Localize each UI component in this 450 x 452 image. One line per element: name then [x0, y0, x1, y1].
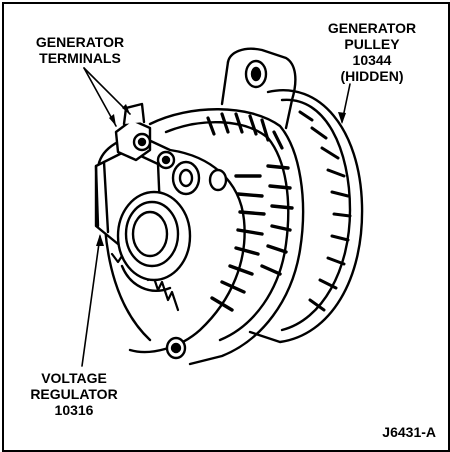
generator-pulley-label-line2: PULLEY	[344, 36, 400, 52]
voltage-regulator-label: VOLTAGE REGULATOR 10316	[14, 370, 134, 418]
bottom-bolt	[165, 336, 187, 360]
voltage-regulator-label-line3: 10316	[54, 402, 94, 418]
terminal-connector	[114, 102, 176, 170]
terminal-nut	[171, 160, 228, 196]
generator-terminals-label: GENERATOR TERMINALS	[20, 34, 140, 66]
figure-code: J6431-A	[382, 424, 436, 440]
generator-terminals-label-line2: TERMINALS	[39, 50, 121, 66]
voltage-regulator-label-line1: VOLTAGE	[41, 370, 107, 386]
leader-lines	[81, 67, 351, 367]
generator-pulley-label: GENERATOR PULLEY 10344 (HIDDEN)	[312, 20, 432, 84]
generator-pulley-label-line1: GENERATOR	[327, 20, 417, 36]
generator-terminals-label-line1: GENERATOR	[35, 34, 125, 50]
bearing-hub	[116, 190, 192, 292]
stator-body	[148, 108, 305, 366]
mounting-ear	[220, 47, 297, 130]
generator-pulley-label-line4: (HIDDEN)	[340, 68, 404, 84]
generator-pulley-label-line3: 10344	[352, 52, 392, 68]
voltage-regulator-label-line2: REGULATOR	[30, 386, 118, 402]
pulley-housing	[248, 89, 364, 344]
